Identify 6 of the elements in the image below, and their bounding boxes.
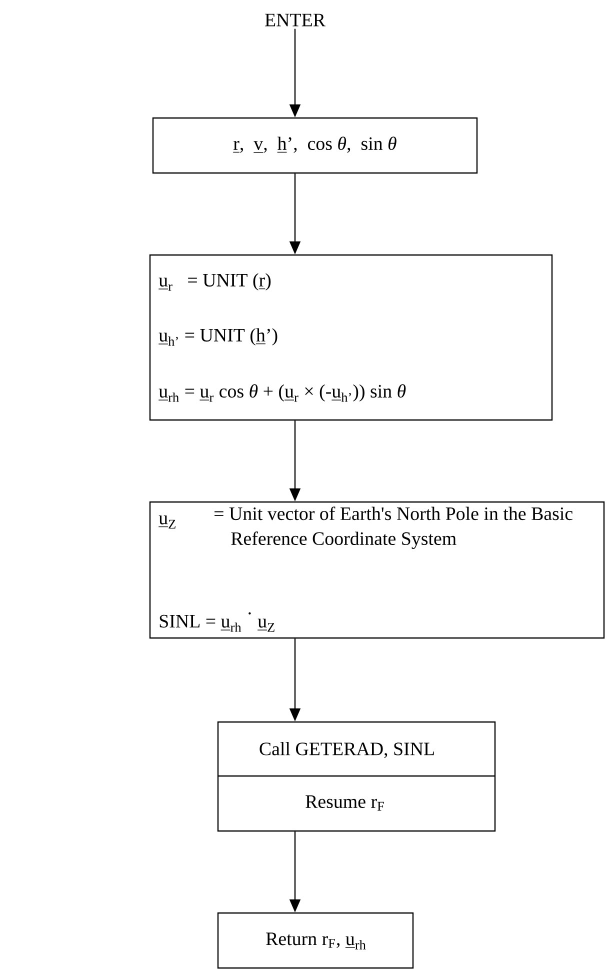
process-box: $\underline{\text{r}}\text{,\ \ }\underline{\text{v}}\text{,\ \ }\underline{\text{h}}\text{',\ \ cos }\textit{θ}\text{,\ \ sin }\textit{θ}$ [152, 117, 478, 174]
call-box: Call GETERAD, SINL Resume r$_{F}$ [217, 721, 496, 832]
start-label: ENTER [265, 14, 326, 26]
process-box: $\underline{\text{u}}_{\text{Z}}$ = Unit vector of Earth's North Pole in the Basic Reference Coordinate System $\text{SINL = }\underline{\text{u}}_{\text{rh}}\ \raisebox{0.9ex}{\text{·}}\ \underline{\text{u}}_{\text{Z}}$ [149, 501, 605, 639]
process-box: $\underline{\text{u}}_{\text{r}}\text{\ \ \ = UNIT (}\underline{\text{r}}\text{)}$ $\underline{\text{u}}_{\text{h'}}\text{ = UNIT (}\underline{\text{h}}\text{')}$ $\underline{\text{u}}_{\text{rh}}\text{ = }\underline{\text{u}}_{\text{r}}\text{ cos }\textit{θ}\text{ + (}\underline{\text{u}}_{\text{r}}\text{ × (-}\underline{\text{u}}_{\text{h'}}\text{)) sin }\textit{θ}$ [149, 254, 553, 421]
process-box: $\text{Return r}_{\text{F}}\text{,\ }\underline{\text{u}}_{\text{rh}}$ [217, 912, 414, 969]
